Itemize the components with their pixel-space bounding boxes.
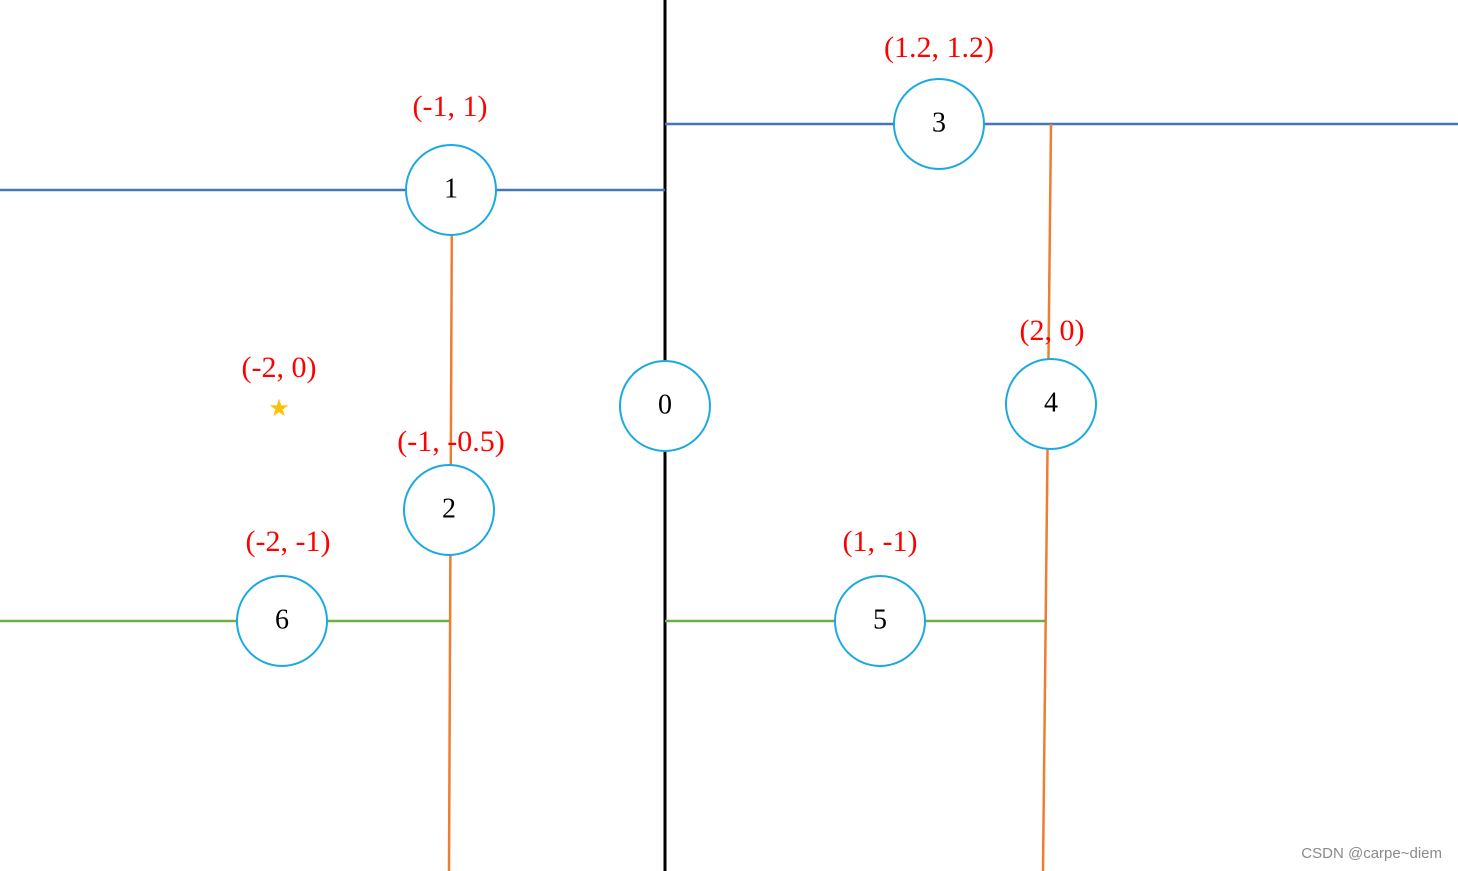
node-2-label: 2	[442, 493, 456, 524]
node-5: 5	[834, 575, 926, 667]
coord-label-node-4: (2, 0)	[1020, 314, 1085, 347]
node-4-label: 4	[1044, 387, 1058, 418]
node-5-label: 5	[873, 604, 887, 635]
node-1: 1	[405, 144, 497, 236]
node-0-label: 0	[658, 389, 672, 420]
node-2: 2	[403, 464, 495, 556]
node-6-label: 6	[275, 604, 289, 635]
node-1-label: 1	[444, 173, 458, 204]
split-line-node-4	[1041, 123, 1053, 871]
coord-label-node-5: (1, -1)	[843, 525, 918, 558]
star-icon: ★	[268, 394, 290, 422]
node-6: 6	[236, 575, 328, 667]
node-3-label: 3	[932, 107, 946, 138]
coord-label-node-2: (-1, -0.5)	[397, 425, 504, 458]
node-3: 3	[893, 78, 985, 170]
node-0: 0	[619, 360, 711, 452]
watermark: CSDN @carpe~diem	[1301, 845, 1442, 862]
coord-label-node-6: (-2, -1)	[246, 525, 331, 558]
node-4: 4	[1005, 358, 1097, 450]
coord-label-node-3: (1.2, 1.2)	[884, 31, 994, 64]
coord-label-node-1: (-1, 1)	[413, 90, 488, 123]
coord-label-query-point: (-2, 0)	[242, 351, 317, 384]
